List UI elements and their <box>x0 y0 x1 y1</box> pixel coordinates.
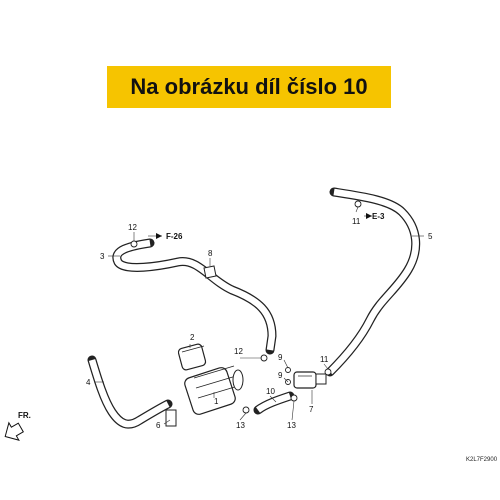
label-part-13b: 13 <box>287 421 296 430</box>
label-part-12a: 12 <box>128 223 137 232</box>
cap <box>177 343 207 371</box>
label-part-7: 7 <box>309 405 314 414</box>
canister <box>184 365 244 415</box>
reference-f26-arrow <box>156 233 162 239</box>
label-part-4: 4 <box>86 378 91 387</box>
reference-e3-arrow <box>366 213 372 219</box>
label-part-8: 8 <box>208 249 213 258</box>
hose-4 <box>87 355 173 429</box>
label-part-3: 3 <box>100 252 105 261</box>
label-part-13a: 13 <box>236 421 245 430</box>
hose-3 <box>112 238 277 355</box>
banner-text: Na obrázku díl číslo 10 <box>130 74 368 99</box>
label-part-9a: 9 <box>278 353 283 362</box>
hose-5 <box>325 187 421 377</box>
clip-8 <box>203 265 217 279</box>
fitting <box>165 409 177 427</box>
label-part-1: 1 <box>214 397 219 406</box>
hose-10 <box>253 391 295 415</box>
label-part-6: 6 <box>156 421 161 430</box>
reference-e3: E-3 <box>372 212 385 221</box>
label-part-5: 5 <box>428 232 433 241</box>
label-part-10: 10 <box>266 387 275 396</box>
label-part-11a: 11 <box>352 217 361 226</box>
label-part-9b: 9 <box>278 371 283 380</box>
direction-label: FR. <box>18 411 31 420</box>
reference-f26: F-26 <box>166 232 183 241</box>
valve <box>293 371 327 389</box>
label-part-11b: 11 <box>320 355 329 364</box>
label-part-2: 2 <box>190 333 195 342</box>
front-arrow-icon <box>4 421 24 441</box>
diagram-code: K2L7F2900 <box>466 457 498 463</box>
label-part-12b: 12 <box>234 347 243 356</box>
part-number-banner: Na obrázku díl číslo 10 <box>107 66 391 108</box>
